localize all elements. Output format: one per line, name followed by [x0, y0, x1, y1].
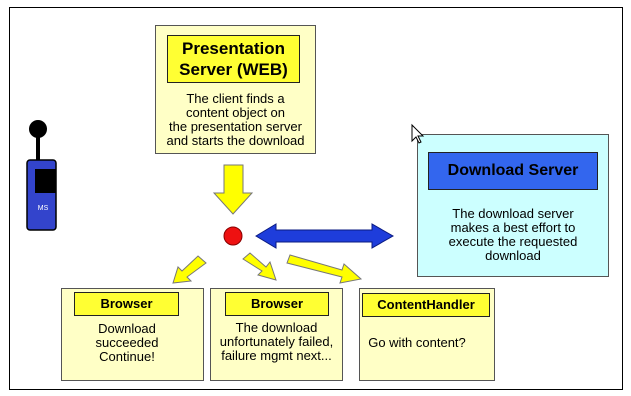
content-handler-description: Go with content? — [368, 335, 466, 350]
slide-frame — [9, 7, 623, 390]
double-arrow — [255, 223, 395, 249]
down-arrow — [212, 164, 254, 215]
arrow-to-browser-failure — [242, 252, 277, 281]
browser-failure-title: Browser — [225, 292, 329, 316]
presentation-server-title-line2: Server (WEB) — [179, 60, 288, 79]
download-server-title: Download Server — [428, 152, 598, 190]
arrow-to-browser-success — [172, 255, 207, 284]
presentation-server-title: Presentation Server (WEB) — [167, 35, 300, 83]
arrow-to-content-handler — [286, 254, 363, 284]
device-label: MS — [37, 205, 49, 212]
browser-success-title: Browser — [74, 292, 179, 316]
browser-failure-description: The download unfortunately failed, failu… — [219, 320, 334, 363]
content-handler-title: ContentHandler — [362, 293, 490, 317]
cursor-icon — [411, 123, 425, 144]
browser-success-description: Download succeeded Continue! — [95, 321, 159, 364]
red-dot — [223, 226, 243, 246]
presentation-server-description: The client finds a content object on the… — [166, 91, 305, 148]
download-server-description: The download server makes a best effort … — [448, 206, 578, 263]
presentation-server-title-line1: Presentation — [182, 39, 285, 58]
